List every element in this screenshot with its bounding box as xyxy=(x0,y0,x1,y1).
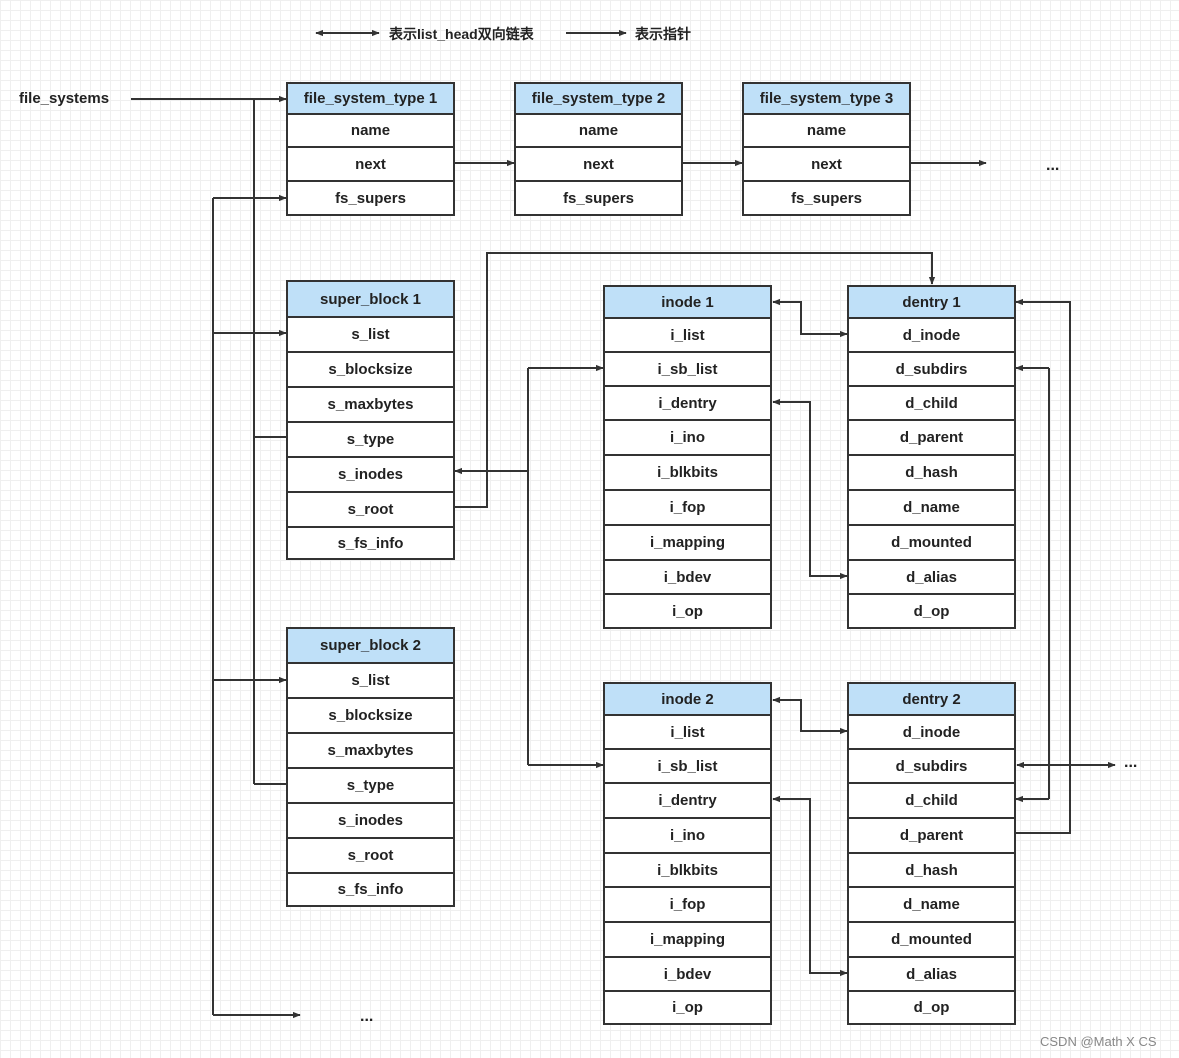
watermark: CSDN @Math X CS xyxy=(1040,1034,1157,1049)
s-root-pointer xyxy=(454,252,936,508)
field-s-inodes: s_inodes xyxy=(288,458,453,493)
d-inode-pointer-1 xyxy=(772,298,848,338)
field-s-blocksize: s_blocksize xyxy=(288,353,453,388)
field-d-subdirs: d_subdirs xyxy=(849,750,1014,784)
field-fs-supers: fs_supers xyxy=(563,189,634,207)
alias-list-1 xyxy=(772,398,848,580)
field-d-op: d_op xyxy=(913,602,950,620)
field-i-dentry: i_dentry xyxy=(605,784,770,819)
file-system-type-2-box: file_system_type 2 name next fs_supers xyxy=(514,82,683,216)
legend-double-list-text: 表示list_head双向链表 xyxy=(389,26,534,42)
field-i-op: i_op xyxy=(672,999,703,1016)
field-s-blocksize: s_blocksize xyxy=(288,699,453,734)
field-d-alias: d_alias xyxy=(849,561,1014,595)
box-title: file_system_type 1 xyxy=(288,84,453,115)
subdirs-list-ellipsis: ... xyxy=(1124,754,1138,771)
field-next: next xyxy=(744,148,909,182)
field-d-name: d_name xyxy=(849,888,1014,923)
d-inode-pointer-2 xyxy=(772,696,848,735)
field-s-root: s_root xyxy=(288,493,453,528)
field-i-sb-list: i_sb_list xyxy=(605,353,770,387)
file-systems-label: file_systems xyxy=(19,90,110,107)
file-system-type-3-box: file_system_type 3 name next fs_supers xyxy=(742,82,911,216)
field-name: name xyxy=(516,115,681,148)
dentry-1-box: dentry 1 d_inode d_subdirs d_child d_par… xyxy=(847,285,1016,629)
field-i-list: i_list xyxy=(605,319,770,353)
field-i-blkbits: i_blkbits xyxy=(605,456,770,491)
field-i-bdev: i_bdev xyxy=(605,958,770,992)
field-name: name xyxy=(744,115,909,148)
field-d-child: d_child xyxy=(849,387,1014,421)
field-d-op: d_op xyxy=(913,999,950,1016)
field-s-maxbytes: s_maxbytes xyxy=(288,388,453,423)
super-block-2-box: super_block 2 s_list s_blocksize s_maxby… xyxy=(286,627,455,907)
field-d-alias: d_alias xyxy=(849,958,1014,992)
box-title: dentry 1 xyxy=(849,287,1014,319)
field-i-blkbits: i_blkbits xyxy=(605,854,770,888)
field-i-op: i_op xyxy=(672,602,703,620)
field-i-bdev: i_bdev xyxy=(605,561,770,595)
field-s-type: s_type xyxy=(288,769,453,804)
field-s-list: s_list xyxy=(288,318,453,353)
field-d-child: d_child xyxy=(849,784,1014,819)
field-next: next xyxy=(288,148,453,182)
field-d-mounted: d_mounted xyxy=(849,526,1014,561)
field-d-inode: d_inode xyxy=(849,319,1014,353)
field-i-fop: i_fop xyxy=(605,491,770,526)
box-title: dentry 2 xyxy=(849,684,1014,716)
field-next: next xyxy=(516,148,681,182)
alias-list-2 xyxy=(772,795,848,977)
field-i-mapping: i_mapping xyxy=(605,526,770,561)
field-s-list: s_list xyxy=(288,664,453,699)
field-i-sb-list: i_sb_list xyxy=(605,750,770,784)
field-d-subdirs: d_subdirs xyxy=(849,353,1014,387)
d-parent-pointer xyxy=(1015,298,1071,834)
super-block-list-ellipsis: ... xyxy=(360,1008,374,1025)
fst-list-ellipsis: ... xyxy=(1046,157,1060,174)
field-s-inodes: s_inodes xyxy=(288,804,453,839)
field-d-parent: d_parent xyxy=(849,421,1014,456)
file-system-type-1-box: file_system_type 1 name next fs_supers xyxy=(286,82,455,216)
box-title: file_system_type 2 xyxy=(516,84,681,115)
field-d-parent: d_parent xyxy=(849,819,1014,854)
field-d-mounted: d_mounted xyxy=(849,923,1014,958)
field-d-hash: d_hash xyxy=(849,456,1014,491)
box-title: inode 1 xyxy=(605,287,770,319)
field-s-type: s_type xyxy=(288,423,453,458)
box-title: file_system_type 3 xyxy=(744,84,909,115)
field-s-fs-info: s_fs_info xyxy=(337,881,404,898)
field-i-dentry: i_dentry xyxy=(605,387,770,421)
field-i-fop: i_fop xyxy=(605,888,770,923)
field-i-ino: i_ino xyxy=(605,819,770,854)
field-s-maxbytes: s_maxbytes xyxy=(288,734,453,769)
field-d-inode: d_inode xyxy=(849,716,1014,750)
field-s-fs-info: s_fs_info xyxy=(337,534,404,552)
dentry-2-box: dentry 2 d_inode d_subdirs d_child d_par… xyxy=(847,682,1016,1025)
inode-1-box: inode 1 i_list i_sb_list i_dentry i_ino … xyxy=(603,285,772,629)
field-fs-supers: fs_supers xyxy=(791,189,862,207)
box-title: super_block 2 xyxy=(288,629,453,664)
field-d-hash: d_hash xyxy=(849,854,1014,888)
box-title: super_block 1 xyxy=(288,282,453,318)
field-i-mapping: i_mapping xyxy=(605,923,770,958)
inode-2-box: inode 2 i_list i_sb_list i_dentry i_ino … xyxy=(603,682,772,1025)
legend-pointer-text: 表示指针 xyxy=(635,26,691,42)
field-d-name: d_name xyxy=(849,491,1014,526)
field-fs-supers: fs_supers xyxy=(335,189,406,207)
field-i-ino: i_ino xyxy=(605,421,770,456)
field-name: name xyxy=(288,115,453,148)
box-title: inode 2 xyxy=(605,684,770,716)
field-i-list: i_list xyxy=(605,716,770,750)
field-s-root: s_root xyxy=(288,839,453,874)
super-block-1-box: super_block 1 s_list s_blocksize s_maxby… xyxy=(286,280,455,560)
